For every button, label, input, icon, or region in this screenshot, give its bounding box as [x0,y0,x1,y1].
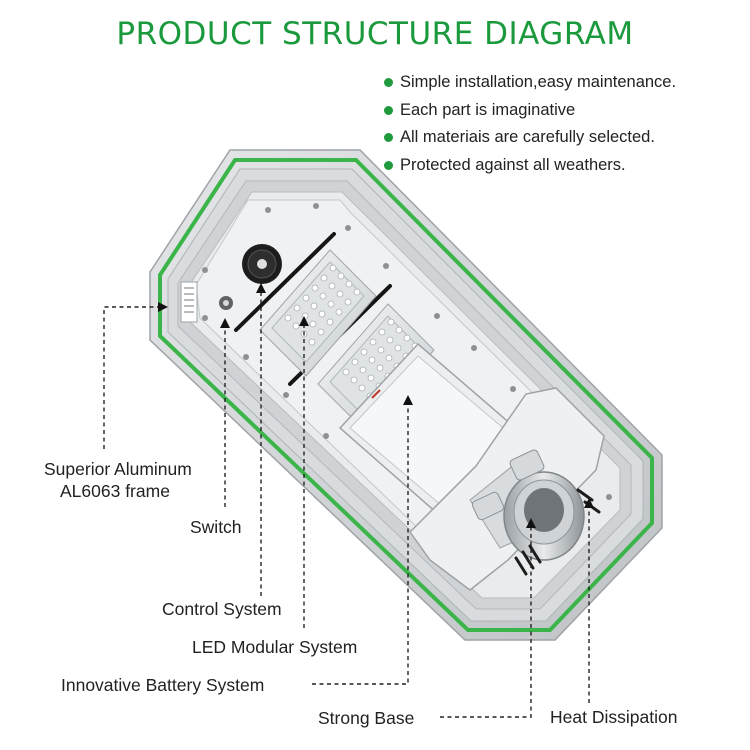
feature-item: All materiais are carefully selected. [384,126,676,154]
feature-list: Simple installation,easy maintenance. Ea… [384,71,676,181]
led-chip [385,354,393,362]
led-chip [377,346,385,354]
led-chip [378,328,386,336]
feature-item: Protected against all weathers. [384,154,676,182]
label-battery-system: Innovative Battery System [61,675,265,695]
nameplate [180,281,198,323]
led-chip [284,314,292,322]
led-chip [353,288,361,296]
led-chip [310,302,318,310]
led-chip [344,298,352,306]
led-chip [327,300,335,308]
label-heat-dissipation: Heat Dissipation [550,707,678,727]
led-chip [351,358,359,366]
diagram-title: PRODUCT STRUCTURE DIAGRAM [116,16,634,52]
led-chip [293,304,301,312]
led-chip [376,364,384,372]
label-control-system: Control System [162,599,282,619]
led-chip [329,264,337,272]
label-led-modular-system: LED Modular System [192,637,358,657]
bullet-icon [384,160,393,170]
led-chip [367,374,375,382]
led-chip [326,318,334,326]
arrow-heads [158,283,594,528]
led-chip [311,284,319,292]
label-switch: Switch [190,517,242,537]
led-chip [292,322,300,330]
feature-item: Simple installation,easy maintenance. [384,71,676,99]
led-chip [320,274,328,282]
bullet-icon [384,133,393,142]
led-chip [308,338,316,346]
led-chip [337,272,345,280]
led-chip [403,334,411,342]
led-chip [318,310,326,318]
led-chip [342,368,350,376]
led-chip [387,318,395,326]
led-chip [309,320,317,328]
led-chips [284,264,419,400]
led-chip [345,280,353,288]
led-chip [386,336,394,344]
leader-lines [103,291,590,718]
bullet-icon [384,105,393,115]
led-chip [358,384,366,392]
switch-button [219,296,233,310]
led-chip [369,338,377,346]
feature-item: Each part is imaginative [384,99,676,127]
led-chip [335,308,343,316]
led-chip [350,376,358,384]
led-chip [360,348,368,356]
led-chip [302,294,310,302]
led-chip [319,292,327,300]
led-chip [395,326,403,334]
led-chip [317,328,325,336]
mounting-bracket [409,387,605,591]
bullet-icon [384,78,393,87]
label-strong-base: Strong Base [318,708,415,728]
led-chip [336,290,344,298]
led-chip [328,282,336,290]
led-chip [368,356,376,364]
led-chip [394,344,402,352]
led-chip [359,366,367,374]
label-frame: Superior Aluminum AL6063 frame [44,459,192,501]
control-sensor [242,244,282,284]
